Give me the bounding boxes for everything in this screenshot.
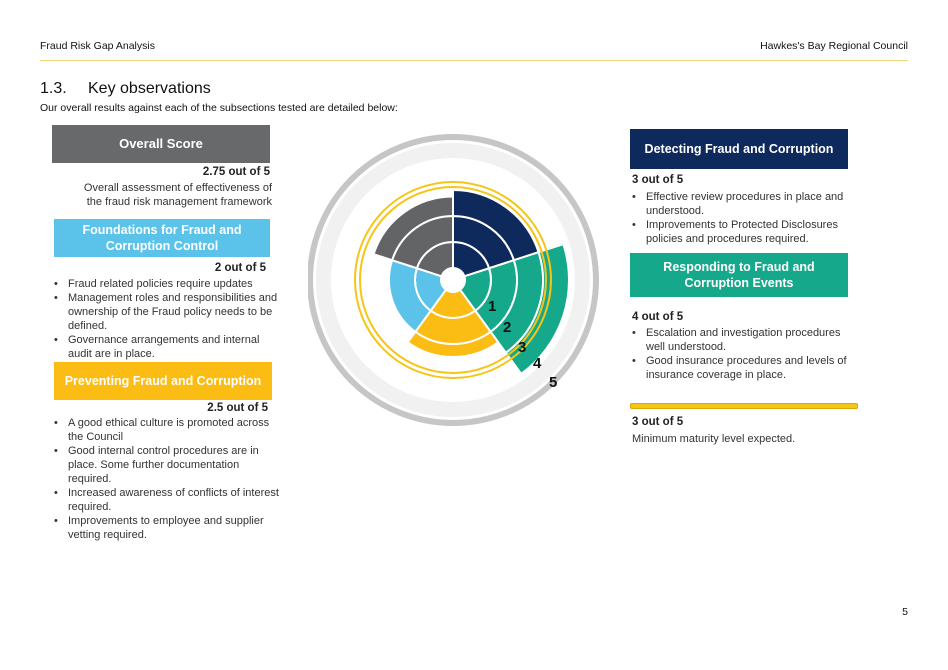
page-number: 5 (902, 606, 908, 618)
overall-description: Overall assessment of effectiveness of t… (52, 181, 272, 209)
header-left-title: Fraud Risk Gap Analysis (40, 40, 155, 52)
ring-label: 3 (518, 339, 526, 356)
list-item: Escalation and investigation procedures … (632, 326, 857, 354)
list-item: A good ethical culture is promoted acros… (54, 416, 279, 444)
list-item: Governance arrangements and internal aud… (54, 333, 279, 361)
list-item: Increased awareness of conflicts of inte… (54, 486, 279, 514)
overall-desc-line: Overall assessment of effectiveness of (83, 182, 272, 194)
outer-ring (308, 134, 599, 426)
foundations-bullets: Fraud related policies require updates M… (54, 277, 279, 361)
segment-preventing (406, 330, 500, 358)
responding-bullets: Escalation and investigation procedures … (632, 326, 857, 382)
intro-text: Our overall results against each of the … (40, 102, 398, 114)
overall-score-box: Overall Score (52, 125, 270, 163)
foundations-score: 2 out of 5 (214, 262, 266, 274)
foundations-box: Foundations for Fraud and Corruption Con… (54, 219, 270, 257)
responding-score: 4 out of 5 (632, 311, 684, 323)
minimum-level-bar (630, 403, 858, 409)
list-item: Improvements to Protected Disclosures po… (632, 218, 857, 246)
minimum-score: 3 out of 5 (632, 416, 684, 428)
list-item: Fraud related policies require updates (54, 277, 279, 291)
header-divider (40, 60, 908, 61)
header-right-title: Hawkes's Bay Regional Council (760, 40, 908, 52)
responding-box: Responding to Fraud and Corruption Event… (630, 253, 848, 297)
minimum-description: Minimum maturity level expected. (632, 433, 796, 445)
segment-overall (372, 195, 454, 262)
radial-maturity-chart: 1 2 3 4 5 (308, 134, 599, 426)
minimum-level-ring (359, 186, 547, 374)
detecting-score: 3 out of 5 (632, 174, 684, 186)
section-title: Key observations (88, 80, 211, 97)
section-number: 1.3. (40, 80, 67, 97)
overall-desc-line: the fraud risk management framework (86, 196, 272, 208)
ring-label: 5 (549, 374, 557, 391)
ring-label: 4 (533, 355, 542, 372)
list-item: Effective review procedures in place and… (632, 190, 857, 218)
list-item: Management roles and responsibilities an… (54, 291, 279, 333)
detecting-box: Detecting Fraud and Corruption (630, 129, 848, 169)
detecting-bullets: Effective review procedures in place and… (632, 190, 857, 246)
list-item: Good insurance procedures and levels of … (632, 354, 857, 382)
ring-label: 1 (488, 298, 496, 315)
minimum-level-ring (354, 181, 552, 379)
preventing-score: 2.5 out of 5 (207, 402, 268, 414)
list-item: Good internal control procedures are in … (54, 444, 279, 486)
list-item: Improvements to employee and supplier ve… (54, 514, 279, 542)
preventing-box: Preventing Fraud and Corruption (54, 362, 272, 400)
ring-label: 2 (503, 319, 511, 336)
preventing-bullets: A good ethical culture is promoted acros… (54, 416, 279, 542)
overall-score: 2.75 out of 5 (202, 166, 270, 178)
chart-segments (372, 188, 570, 376)
